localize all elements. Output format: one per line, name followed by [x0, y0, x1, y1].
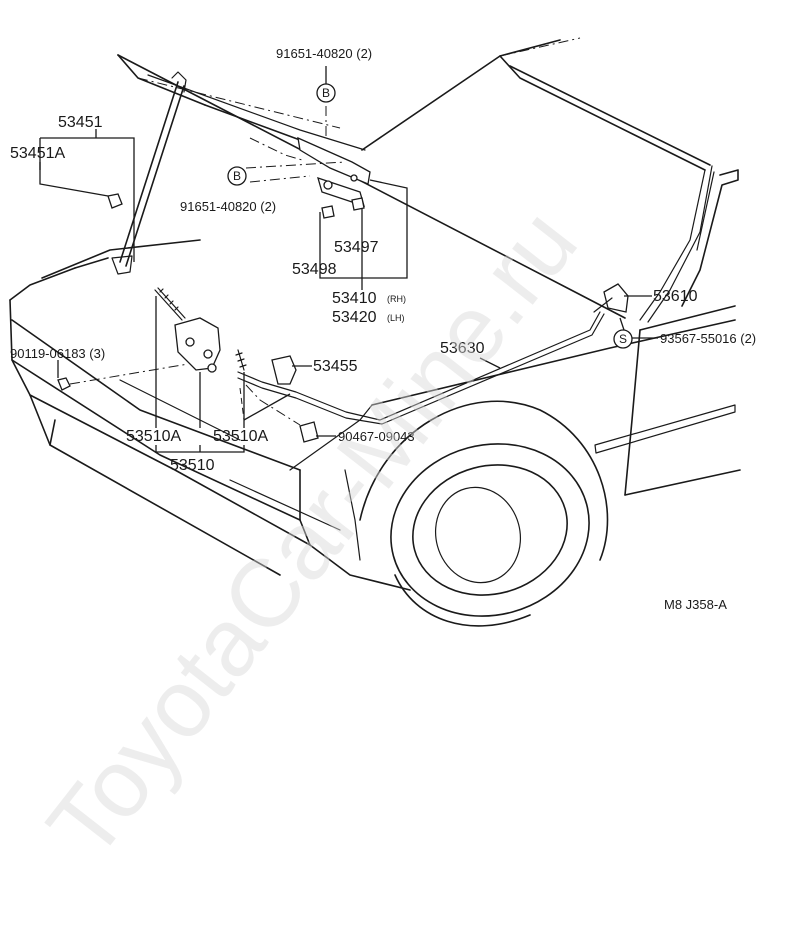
label-53630: 53630	[440, 340, 485, 357]
diagram-code: M8 J358-A	[664, 597, 727, 612]
leader-lines	[39, 66, 658, 453]
label-53498: 53498	[292, 261, 337, 278]
svg-text:B: B	[322, 86, 330, 100]
label-53455: 53455	[313, 358, 358, 375]
label-53497: 53497	[334, 239, 379, 256]
hood-lock-assembly	[57, 193, 629, 443]
label-93567: 93567-55016 (2)	[660, 331, 756, 346]
car-body	[9, 37, 741, 627]
marker-b-mid: B	[227, 166, 247, 186]
label-53420: 53420	[332, 309, 377, 326]
label-91651-top: 91651-40820 (2)	[276, 46, 372, 61]
label-53410-suffix: (RH)	[387, 294, 406, 304]
hood-support-rod	[111, 71, 187, 275]
marker-s: S	[613, 329, 633, 349]
watermark-text: ToyotaCar-Mine.ru	[27, 190, 597, 878]
label-90119: 90119-06183 (3)	[10, 346, 105, 361]
marker-b-top: B	[316, 83, 336, 103]
label-90467: 90467-09043	[338, 429, 415, 444]
label-53451A: 53451A	[10, 145, 65, 162]
label-53410: 53410	[332, 290, 377, 307]
label-53510: 53510	[170, 457, 215, 474]
label-53610: 53610	[653, 288, 698, 305]
part-labels: 91651-40820 (2) 91651-40820 (2) 53451 53…	[10, 46, 756, 474]
label-53510A-right: 53510A	[213, 428, 268, 445]
label-91651-mid: 91651-40820 (2)	[180, 199, 276, 214]
hood-hinge	[297, 136, 371, 219]
reference-lines	[69, 106, 346, 426]
svg-text:S: S	[619, 332, 627, 346]
svg-text:B: B	[233, 169, 241, 183]
label-53510A-left: 53510A	[126, 428, 181, 445]
label-53420-suffix: (LH)	[387, 313, 405, 323]
label-53451: 53451	[58, 114, 103, 131]
